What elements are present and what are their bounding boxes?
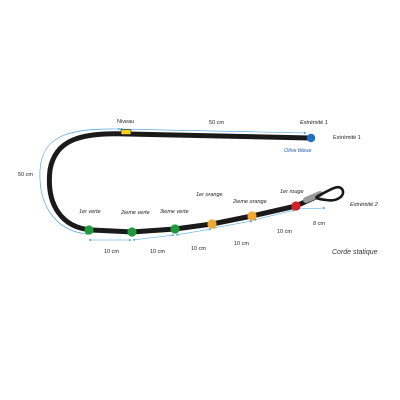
rope [46, 131, 345, 235]
segment-label-3: 10 cm [191, 246, 206, 252]
left-length-label: 50 cm [18, 172, 33, 178]
rope-body [46, 131, 321, 235]
rope-marker-1 [84, 225, 94, 235]
marker-label-4: 1er orange [196, 192, 223, 198]
marker-label-3: 3ieme verte [160, 209, 189, 215]
measure-line-seg-4 [212, 220, 253, 229]
marker-label-6: 1er rouge [280, 189, 304, 195]
niveau-marker [120, 129, 132, 135]
olive-bleue-label: Olive bleue [284, 148, 312, 154]
measure-line-seg-5 [253, 209, 296, 221]
measure-line-seg-6 [296, 206, 326, 211]
segment-label-5: 10 cm [277, 229, 292, 235]
measure-line-top [119, 127, 307, 135]
measure-line-seg-2 [132, 234, 175, 241]
measure-lines [39, 127, 326, 242]
rope-caption: Corde statique [332, 249, 378, 256]
rope-marker-2 [127, 227, 137, 237]
measure-line-left [39, 127, 121, 236]
marker-label-5: 2ieme orange [232, 199, 267, 205]
color-markers [84, 201, 301, 237]
extremite1-top-label: Extrémité 1 [300, 120, 328, 126]
segment-label-1: 10 cm [104, 249, 119, 255]
segment-label-2: 10 cm [150, 249, 165, 255]
top-length-label: 50 cm [209, 120, 224, 126]
marker-label-2: 2ieme verte [120, 210, 150, 216]
olive-bleue [306, 133, 316, 143]
extremite2-label: Extrémité 2 [350, 202, 378, 208]
segment-label-6: 8 cm [313, 221, 325, 227]
segment-label-4: 10 cm [234, 241, 249, 247]
rope-marker-4 [207, 219, 217, 229]
rope-end-loop [315, 185, 345, 202]
measure-line-seg-3 [175, 228, 212, 236]
marker-label-1: 1er verte [79, 209, 101, 215]
rope-marker-3 [170, 224, 180, 234]
rope-marker-5 [247, 211, 257, 221]
rope-marker-6 [291, 201, 301, 211]
niveau-label: Niveau [117, 119, 134, 125]
extremite1-right-label: Extrémité 1 [333, 135, 361, 141]
